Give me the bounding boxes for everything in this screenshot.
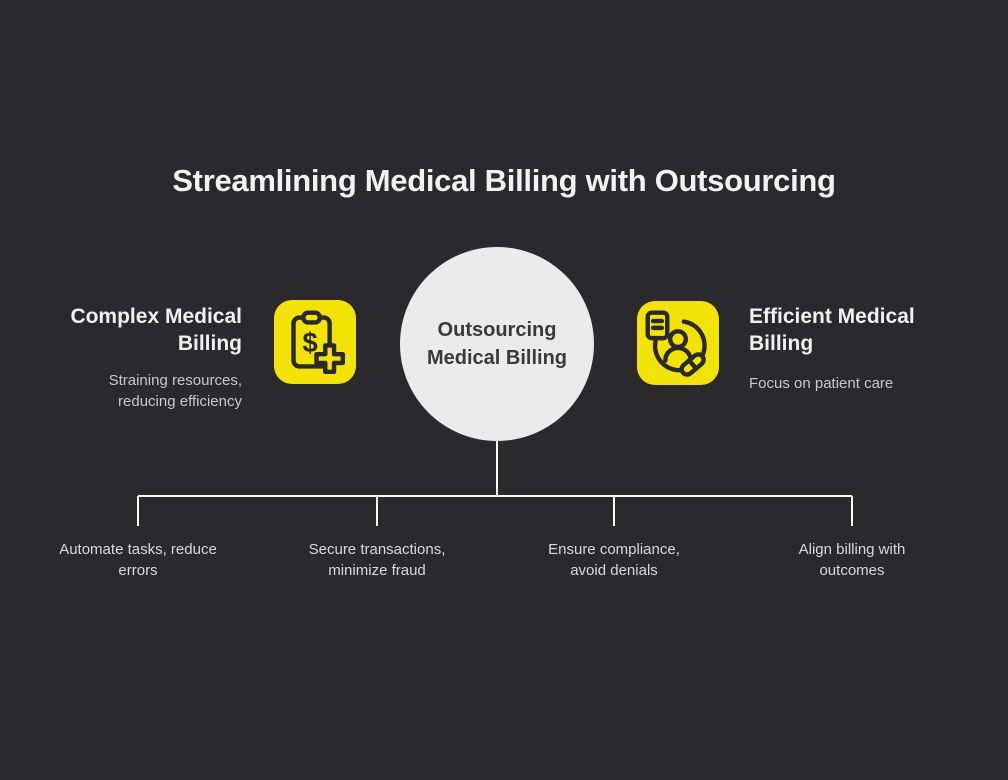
branch-label-compliance: Ensure compliance, avoid denials (504, 539, 724, 581)
right-icon-tile (637, 301, 719, 385)
left-heading-line-2: Billing (177, 332, 242, 355)
page-title: Streamlining Medical Billing with Outsou… (172, 163, 836, 198)
branch-label-secure: Secure transactions, minimize fraud (267, 539, 487, 581)
center-node-line-2: Medical Billing (426, 347, 568, 369)
svg-text:$: $ (303, 327, 318, 358)
branch-2-line-2: avoid denials (570, 562, 658, 579)
right-item-subtext: Focus on patient care (749, 373, 999, 394)
left-item-subtext: Straining resources, reducing efficiency (0, 370, 242, 412)
right-heading-line-2: Billing (749, 332, 814, 355)
branch-2-line-1: Ensure compliance, (548, 541, 680, 558)
branch-1-line-1: Secure transactions, (308, 541, 446, 558)
clipboard-dollar-plus-icon: $ (291, 310, 346, 374)
left-icon-tile: $ (274, 300, 356, 384)
left-subtext-line-2: reducing efficiency (118, 393, 242, 410)
branch-1-line-2: minimize fraud (328, 562, 426, 579)
left-heading-line-1: Complex Medical (70, 305, 242, 328)
branch-label-automate: Automate tasks, reduce errors (28, 539, 248, 581)
center-node: Outsourcing Medical Billing (400, 247, 594, 441)
patient-care-pill-icon (645, 310, 707, 377)
branch-3-line-2: outcomes (819, 562, 885, 579)
right-item-heading: Efficient Medical Billing (749, 303, 999, 357)
left-subtext-line-1: Straining resources, (108, 372, 242, 389)
right-heading-line-1: Efficient Medical (749, 305, 915, 328)
branch-0-line-2: errors (118, 562, 158, 579)
right-subtext-line-1: Focus on patient care (749, 375, 894, 392)
left-item-heading: Complex Medical Billing (0, 303, 242, 357)
branch-label-align: Align billing with outcomes (742, 539, 962, 581)
right-item-text: Efficient Medical Billing Focus on patie… (749, 303, 999, 394)
center-node-line-1: Outsourcing (437, 319, 557, 341)
branch-3-line-1: Align billing with (798, 541, 906, 558)
branch-0-line-1: Automate tasks, reduce (59, 541, 217, 558)
left-item-text: Complex Medical Billing Straining resour… (0, 303, 242, 412)
